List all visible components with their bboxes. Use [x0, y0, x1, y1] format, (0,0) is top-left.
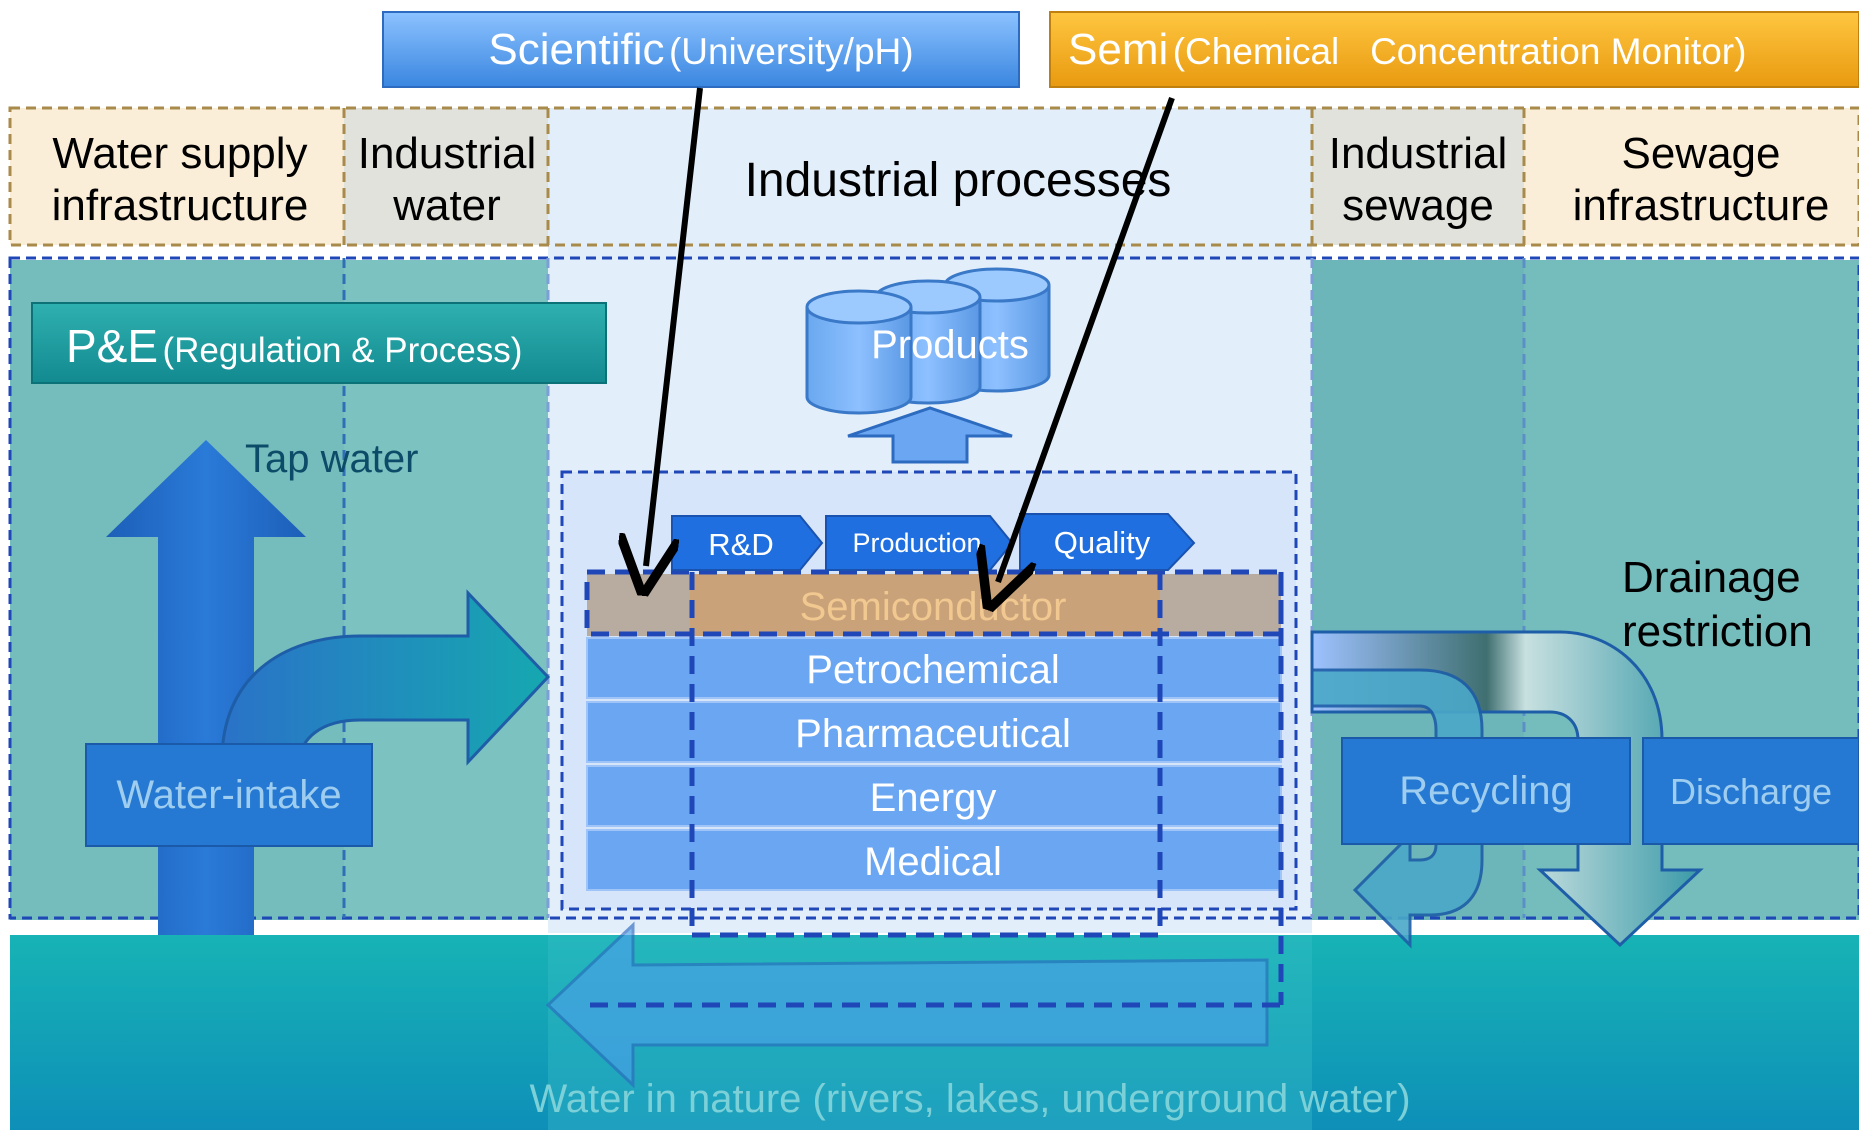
industrial-water-label-line1: Industrial: [358, 129, 537, 178]
industrial-water-label-line2: water: [392, 181, 501, 230]
water-intake-box[interactable]: Water-intake: [85, 743, 373, 847]
pe-label: P&E: [66, 320, 158, 372]
sewage-label-line1: Sewage: [1621, 129, 1780, 178]
svg-text:Semi (Chemical Concent: Semi (Chemical Concentration Monitor): [1068, 25, 1746, 74]
industrial-sewage-label-line2: sewage: [1342, 181, 1494, 230]
energy-label: Energy: [870, 776, 997, 820]
industry-bars: [586, 574, 1282, 891]
recycling-label: Recycling: [1399, 769, 1572, 813]
tap-water-up-arrow: [106, 440, 306, 935]
stage-quality-label: Quality: [1054, 525, 1151, 560]
semi-sublabel: (Chemical Concentration Monitor): [1173, 31, 1747, 72]
industrial-water-header: [344, 108, 548, 245]
discharge-label: Discharge: [1670, 771, 1832, 812]
stage-chevrons: R&D Production Quality: [671, 513, 1196, 571]
pe-sublabel: (Regulation & Process): [163, 331, 523, 370]
sewage-header: [1524, 108, 1859, 245]
pharmaceutical-label: Pharmaceutical: [795, 712, 1071, 756]
scientific-sublabel: (University/pH): [669, 31, 914, 72]
stage-production-label: Production: [852, 528, 981, 558]
water-intake-label: Water-intake: [116, 773, 341, 817]
industry-bar-pharmaceutical[interactable]: [586, 701, 1282, 763]
water-supply-header: [10, 108, 344, 245]
industry-dashed-overlay: [584, 569, 1284, 1008]
scientific-label: Scientific: [488, 25, 664, 74]
products-cylinders: Products: [805, 267, 1051, 415]
water-in-nature-label: Water in nature (rivers, lakes, undergro…: [529, 1077, 1410, 1121]
pe-banner[interactable]: P&E (Regulation & Process): [31, 302, 607, 384]
products-label: Products: [871, 323, 1029, 367]
products-up-arrow: [847, 406, 1013, 464]
semiconductor-label: Semiconductor: [800, 585, 1067, 629]
drainage-restriction-line2: restriction: [1622, 607, 1813, 656]
water-supply-label-line2: infrastructure: [52, 181, 309, 230]
industrial-sewage-header: [1312, 108, 1524, 245]
semi-banner[interactable]: Semi (Chemical Concentration Monitor): [1049, 11, 1859, 88]
svg-text:P&E (Regulation & Proces: P&E (Regulation & Process): [66, 320, 522, 372]
header-dashed-borders: [8, 106, 1859, 247]
industrial-water-curved-arrow: [220, 589, 551, 766]
drainage-restriction-line1: Drainage: [1622, 553, 1801, 602]
discharge-box[interactable]: Discharge: [1642, 737, 1859, 845]
cylinder-1: [805, 289, 913, 415]
semi-label: Semi: [1068, 25, 1168, 74]
petrochemical-label: Petrochemical: [806, 648, 1059, 692]
recycling-box[interactable]: Recycling: [1341, 737, 1631, 845]
stage-rnd-label: R&D: [708, 527, 773, 562]
medical-label: Medical: [864, 840, 1002, 884]
scientific-banner[interactable]: Scientific (University/pH): [382, 11, 1020, 88]
semi-pointer-arrow: [998, 96, 1175, 582]
water-supply-label-line1: Water supply: [52, 129, 307, 178]
industry-bar-medical[interactable]: [586, 829, 1282, 891]
industry-bar-energy[interactable]: [586, 765, 1282, 827]
industrial-sewage-label-line1: Industrial: [1329, 129, 1508, 178]
tap-water-label: Tap water: [245, 437, 418, 481]
scientific-pointer-arrow: [646, 87, 703, 566]
industrial-processes-label: Industrial processes: [745, 154, 1172, 207]
sewage-label-line2: infrastructure: [1573, 181, 1830, 230]
svg-text:Scientific (University/p: Scientific (University/pH): [488, 25, 913, 74]
